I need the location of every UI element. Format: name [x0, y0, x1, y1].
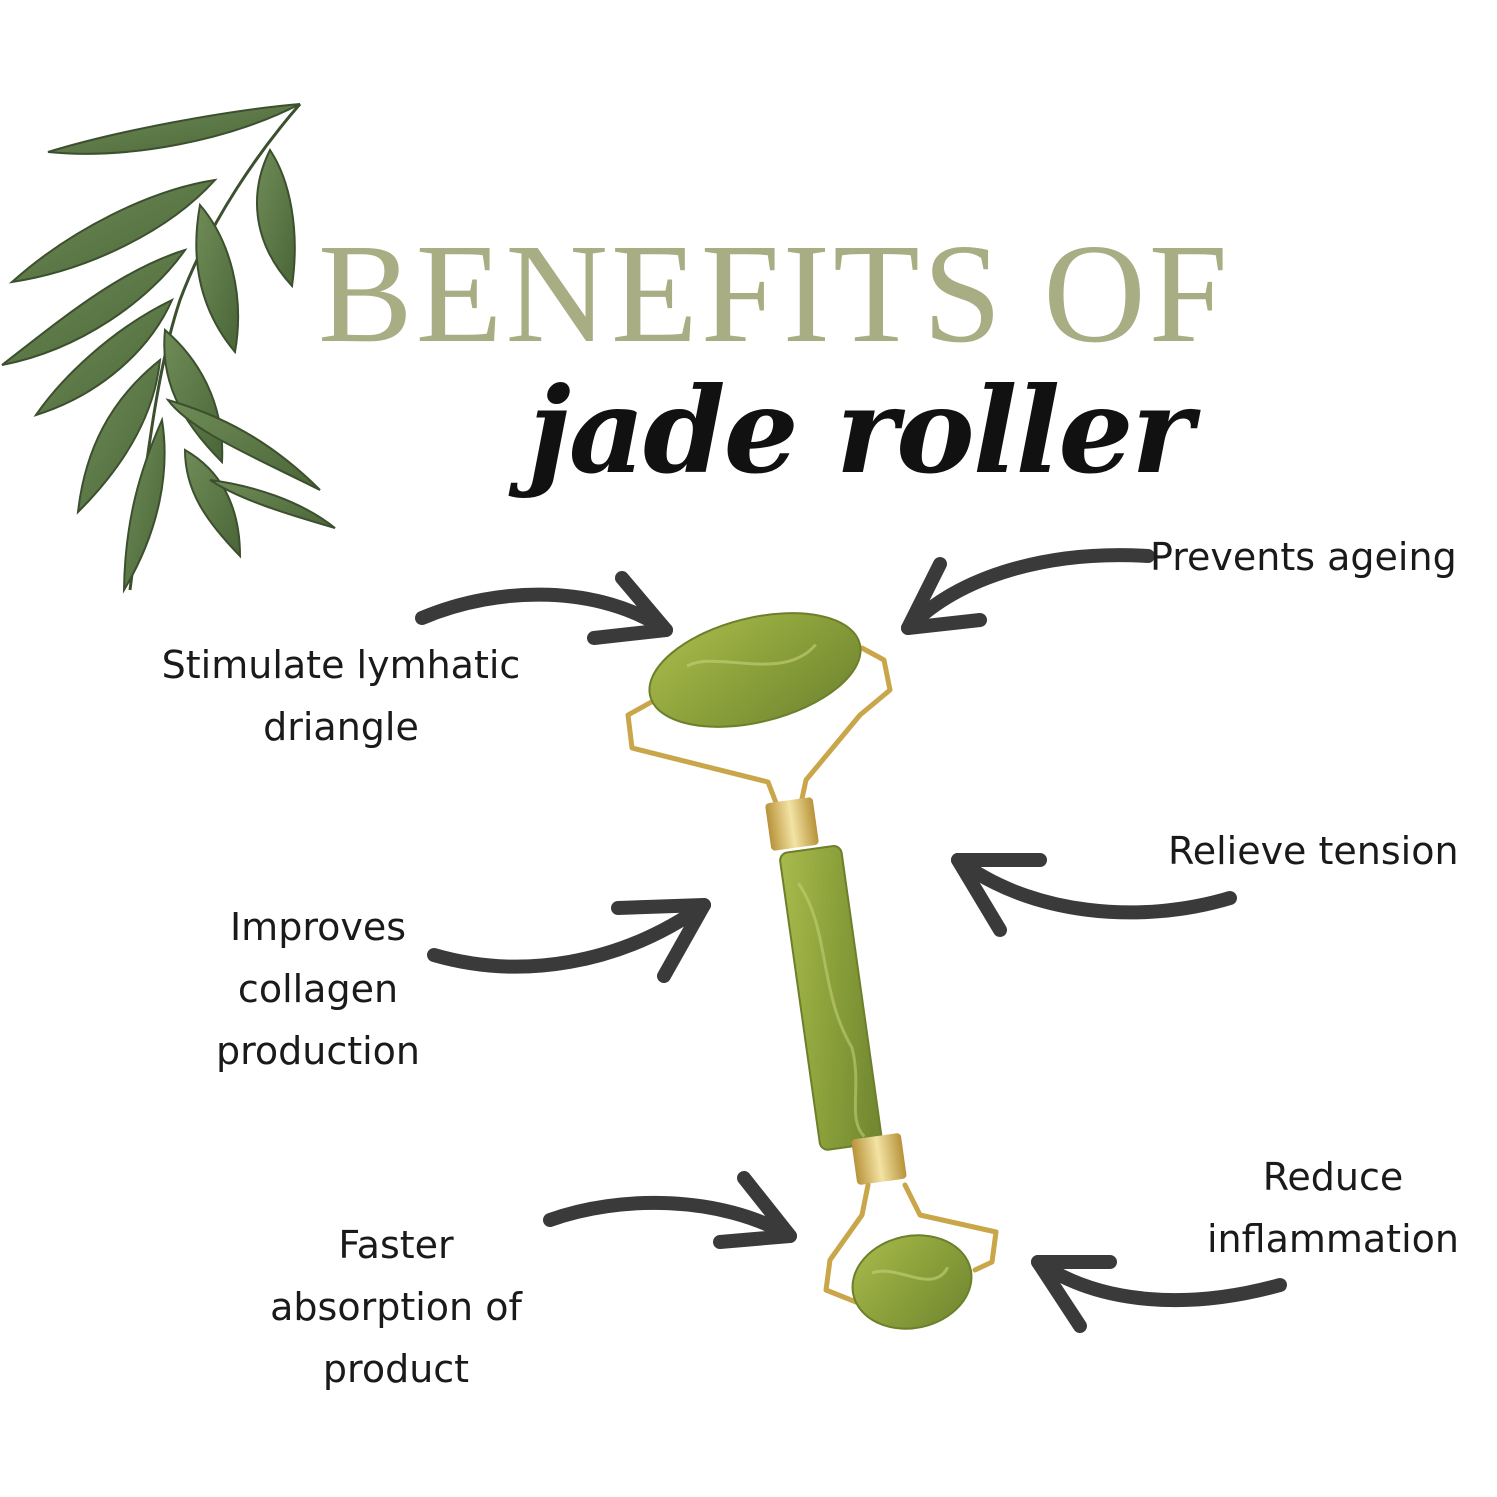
- curved-arrow-icon: [543, 1171, 797, 1249]
- benefit-line: product: [322, 1347, 470, 1391]
- leaf-branch-icon: [1, 103, 336, 594]
- benefit-label-lymphatic: Stimulate lymhatic driangle: [141, 634, 541, 758]
- benefit-label-collagen: Improves collagen production: [198, 896, 438, 1082]
- curved-arrow-icon: [901, 548, 1155, 635]
- title-benefits-of: BENEFITS OF: [318, 214, 1231, 372]
- curved-arrow-icon: [427, 898, 711, 983]
- benefit-label-inflammation: Reduce inflammation: [1180, 1146, 1486, 1270]
- benefit-line: Prevents ageing: [1150, 535, 1457, 579]
- benefit-line: Improves: [229, 905, 407, 949]
- benefit-line: production: [215, 1029, 421, 1073]
- benefit-line: Relieve tension: [1168, 829, 1459, 873]
- benefit-label-absorption: Faster absorption of product: [246, 1214, 546, 1400]
- curved-arrow-icon: [1031, 1255, 1287, 1333]
- title-jade-roller: jade roller: [528, 361, 1194, 500]
- curved-arrow-icon: [415, 571, 673, 645]
- benefit-line: absorption of: [270, 1285, 522, 1329]
- benefit-label-ageing: Prevents ageing: [1150, 526, 1495, 588]
- benefit-line: driangle: [263, 705, 419, 749]
- benefit-line: inflammation: [1207, 1217, 1459, 1261]
- benefit-line: Faster: [338, 1223, 454, 1267]
- benefit-line: collagen: [237, 967, 399, 1011]
- benefit-line: Reduce: [1262, 1155, 1404, 1199]
- curved-arrow-icon: [951, 853, 1237, 937]
- benefit-label-tension: Relieve tension: [1168, 820, 1493, 882]
- benefit-line: Stimulate lymhatic: [161, 643, 521, 687]
